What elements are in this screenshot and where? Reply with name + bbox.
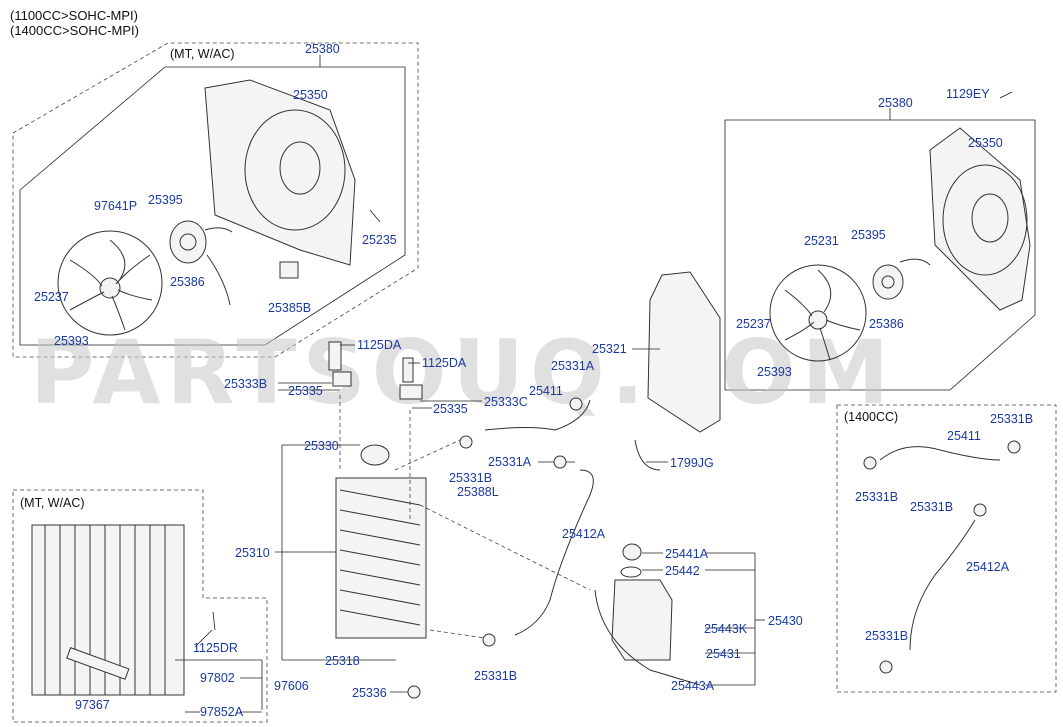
subassembly-frame-right xyxy=(724,119,1036,391)
part-97606[interactable]: 97606 xyxy=(274,679,309,693)
part-25318[interactable]: 25318 xyxy=(325,654,360,668)
part-25380-right[interactable]: 25380 xyxy=(878,96,913,110)
part-25321[interactable]: 25321 xyxy=(592,342,627,356)
watermark-text: PARTSOUQ.COM xyxy=(30,321,895,424)
part-25395-left[interactable]: 25395 xyxy=(148,193,183,207)
reservoir-seal xyxy=(620,566,642,578)
fan-blade-right xyxy=(769,264,867,362)
condenser xyxy=(31,524,185,696)
part-25441a[interactable]: 25441A xyxy=(665,547,709,561)
part-25385b[interactable]: 25385B xyxy=(268,301,311,315)
group-label-condenser: (MT, W/AC) xyxy=(20,496,85,510)
part-25331b-1400cc-c[interactable]: 25331B xyxy=(910,500,953,514)
clip-1799jg xyxy=(634,439,661,471)
part-25393-right[interactable]: 25393 xyxy=(757,365,792,379)
group-box-fan-left xyxy=(12,42,419,358)
hose-lower-1400cc xyxy=(909,519,976,651)
part-25310[interactable]: 25310 xyxy=(235,546,270,560)
part-25442[interactable]: 25442 xyxy=(665,564,700,578)
bolt-1125dr xyxy=(212,611,216,631)
part-1125dr[interactable]: 1125DR xyxy=(193,641,238,655)
part-25430[interactable]: 25430 xyxy=(768,614,803,628)
part-25395-right[interactable]: 25395 xyxy=(851,228,886,242)
header-engine-1100: (1100CC>SOHC-MPI) xyxy=(10,8,138,23)
part-25331a-lower[interactable]: 25331A xyxy=(488,455,532,469)
part-25330[interactable]: 25330 xyxy=(304,439,339,453)
group-label-fan: (MT, W/AC) xyxy=(170,47,235,61)
insulator-97367 xyxy=(66,647,130,680)
part-1125da-left[interactable]: 1125DA xyxy=(357,338,402,352)
part-25380-left[interactable]: 25380 xyxy=(305,42,340,56)
group-box-condenser xyxy=(12,489,268,723)
part-97802[interactable]: 97802 xyxy=(200,671,235,685)
part-97641p[interactable]: 97641P xyxy=(94,199,137,213)
leader-lines xyxy=(175,55,891,713)
part-25333b[interactable]: 25333B xyxy=(224,377,267,391)
reservoir-cap xyxy=(622,543,642,561)
part-1799jg[interactable]: 1799JG xyxy=(670,456,714,470)
part-25331b-lower[interactable]: 25331B xyxy=(474,669,517,683)
part-25411-1400cc[interactable]: 25411 xyxy=(947,429,981,443)
bracket-25333b xyxy=(332,371,352,387)
part-25388l[interactable]: 25388L xyxy=(457,485,499,499)
part-25231[interactable]: 25231 xyxy=(804,234,839,248)
fan-shroud-right xyxy=(929,127,1031,311)
bolt-1125da-left xyxy=(328,341,342,371)
subassembly-frame-left xyxy=(19,66,406,346)
part-25431[interactable]: 25431 xyxy=(706,647,741,661)
hose-lower-25412a xyxy=(514,469,594,636)
part-25235[interactable]: 25235 xyxy=(362,233,397,247)
part-25237-left[interactable]: 25237 xyxy=(34,290,69,304)
part-25331a-upper[interactable]: 25331A xyxy=(551,359,595,373)
part-97852a[interactable]: 97852A xyxy=(200,705,244,719)
radiator xyxy=(335,477,427,639)
screw-25235 xyxy=(369,209,381,223)
part-25331b-1400cc-b[interactable]: 25331B xyxy=(855,490,898,504)
fan-blade-left xyxy=(57,230,163,336)
fan-motor-right xyxy=(872,258,931,300)
part-1125da-right[interactable]: 1125DA xyxy=(422,356,467,370)
fan-shroud-left xyxy=(204,79,356,266)
fan-motor-left xyxy=(169,220,233,306)
group-box-1400cc xyxy=(836,404,1057,693)
part-25393-left[interactable]: 25393 xyxy=(54,334,89,348)
part-25331b-1400cc-a[interactable]: 25331B xyxy=(990,412,1033,426)
part-25237-right[interactable]: 25237 xyxy=(736,317,771,331)
part-25350-right[interactable]: 25350 xyxy=(968,136,1003,150)
part-25331b-1400cc-d[interactable]: 25331B xyxy=(865,629,908,643)
part-25333c[interactable]: 25333C xyxy=(484,395,528,409)
radiator-cap xyxy=(360,444,390,466)
hose-upper-25411 xyxy=(484,399,591,431)
part-97367[interactable]: 97367 xyxy=(75,698,110,712)
part-25336[interactable]: 25336 xyxy=(352,686,387,700)
part-25350-left[interactable]: 25350 xyxy=(293,88,328,102)
dashed-connections xyxy=(339,395,591,639)
hose-upper-1400cc xyxy=(879,446,1001,461)
part-25386-left[interactable]: 25386 xyxy=(170,275,205,289)
hose-clamps xyxy=(407,397,1021,699)
bolt-1125da-right xyxy=(402,357,414,383)
part-1129ey[interactable]: 1129EY xyxy=(946,87,990,101)
part-25412a[interactable]: 25412A xyxy=(562,527,606,541)
bracket-25385b xyxy=(279,261,299,279)
part-25331b-upper[interactable]: 25331B xyxy=(449,471,492,485)
part-25335-right[interactable]: 25335 xyxy=(433,402,468,416)
bolt-1129ey xyxy=(999,91,1013,99)
air-guard-25321 xyxy=(647,271,721,433)
part-25443a[interactable]: 25443A xyxy=(671,679,715,693)
header-engine-1400: (1400CC>SOHC-MPI) xyxy=(10,23,139,38)
part-25443k[interactable]: 25443K xyxy=(704,622,748,636)
part-25335-left[interactable]: 25335 xyxy=(288,384,323,398)
reservoir-hose xyxy=(594,589,701,686)
bracket-25333c xyxy=(399,384,423,400)
part-25412a-1400cc[interactable]: 25412A xyxy=(966,560,1010,574)
part-25411[interactable]: 25411 xyxy=(529,384,563,398)
group-label-1400cc: (1400CC) xyxy=(844,410,898,424)
part-25386-right[interactable]: 25386 xyxy=(869,317,904,331)
reservoir-tank xyxy=(611,579,673,661)
